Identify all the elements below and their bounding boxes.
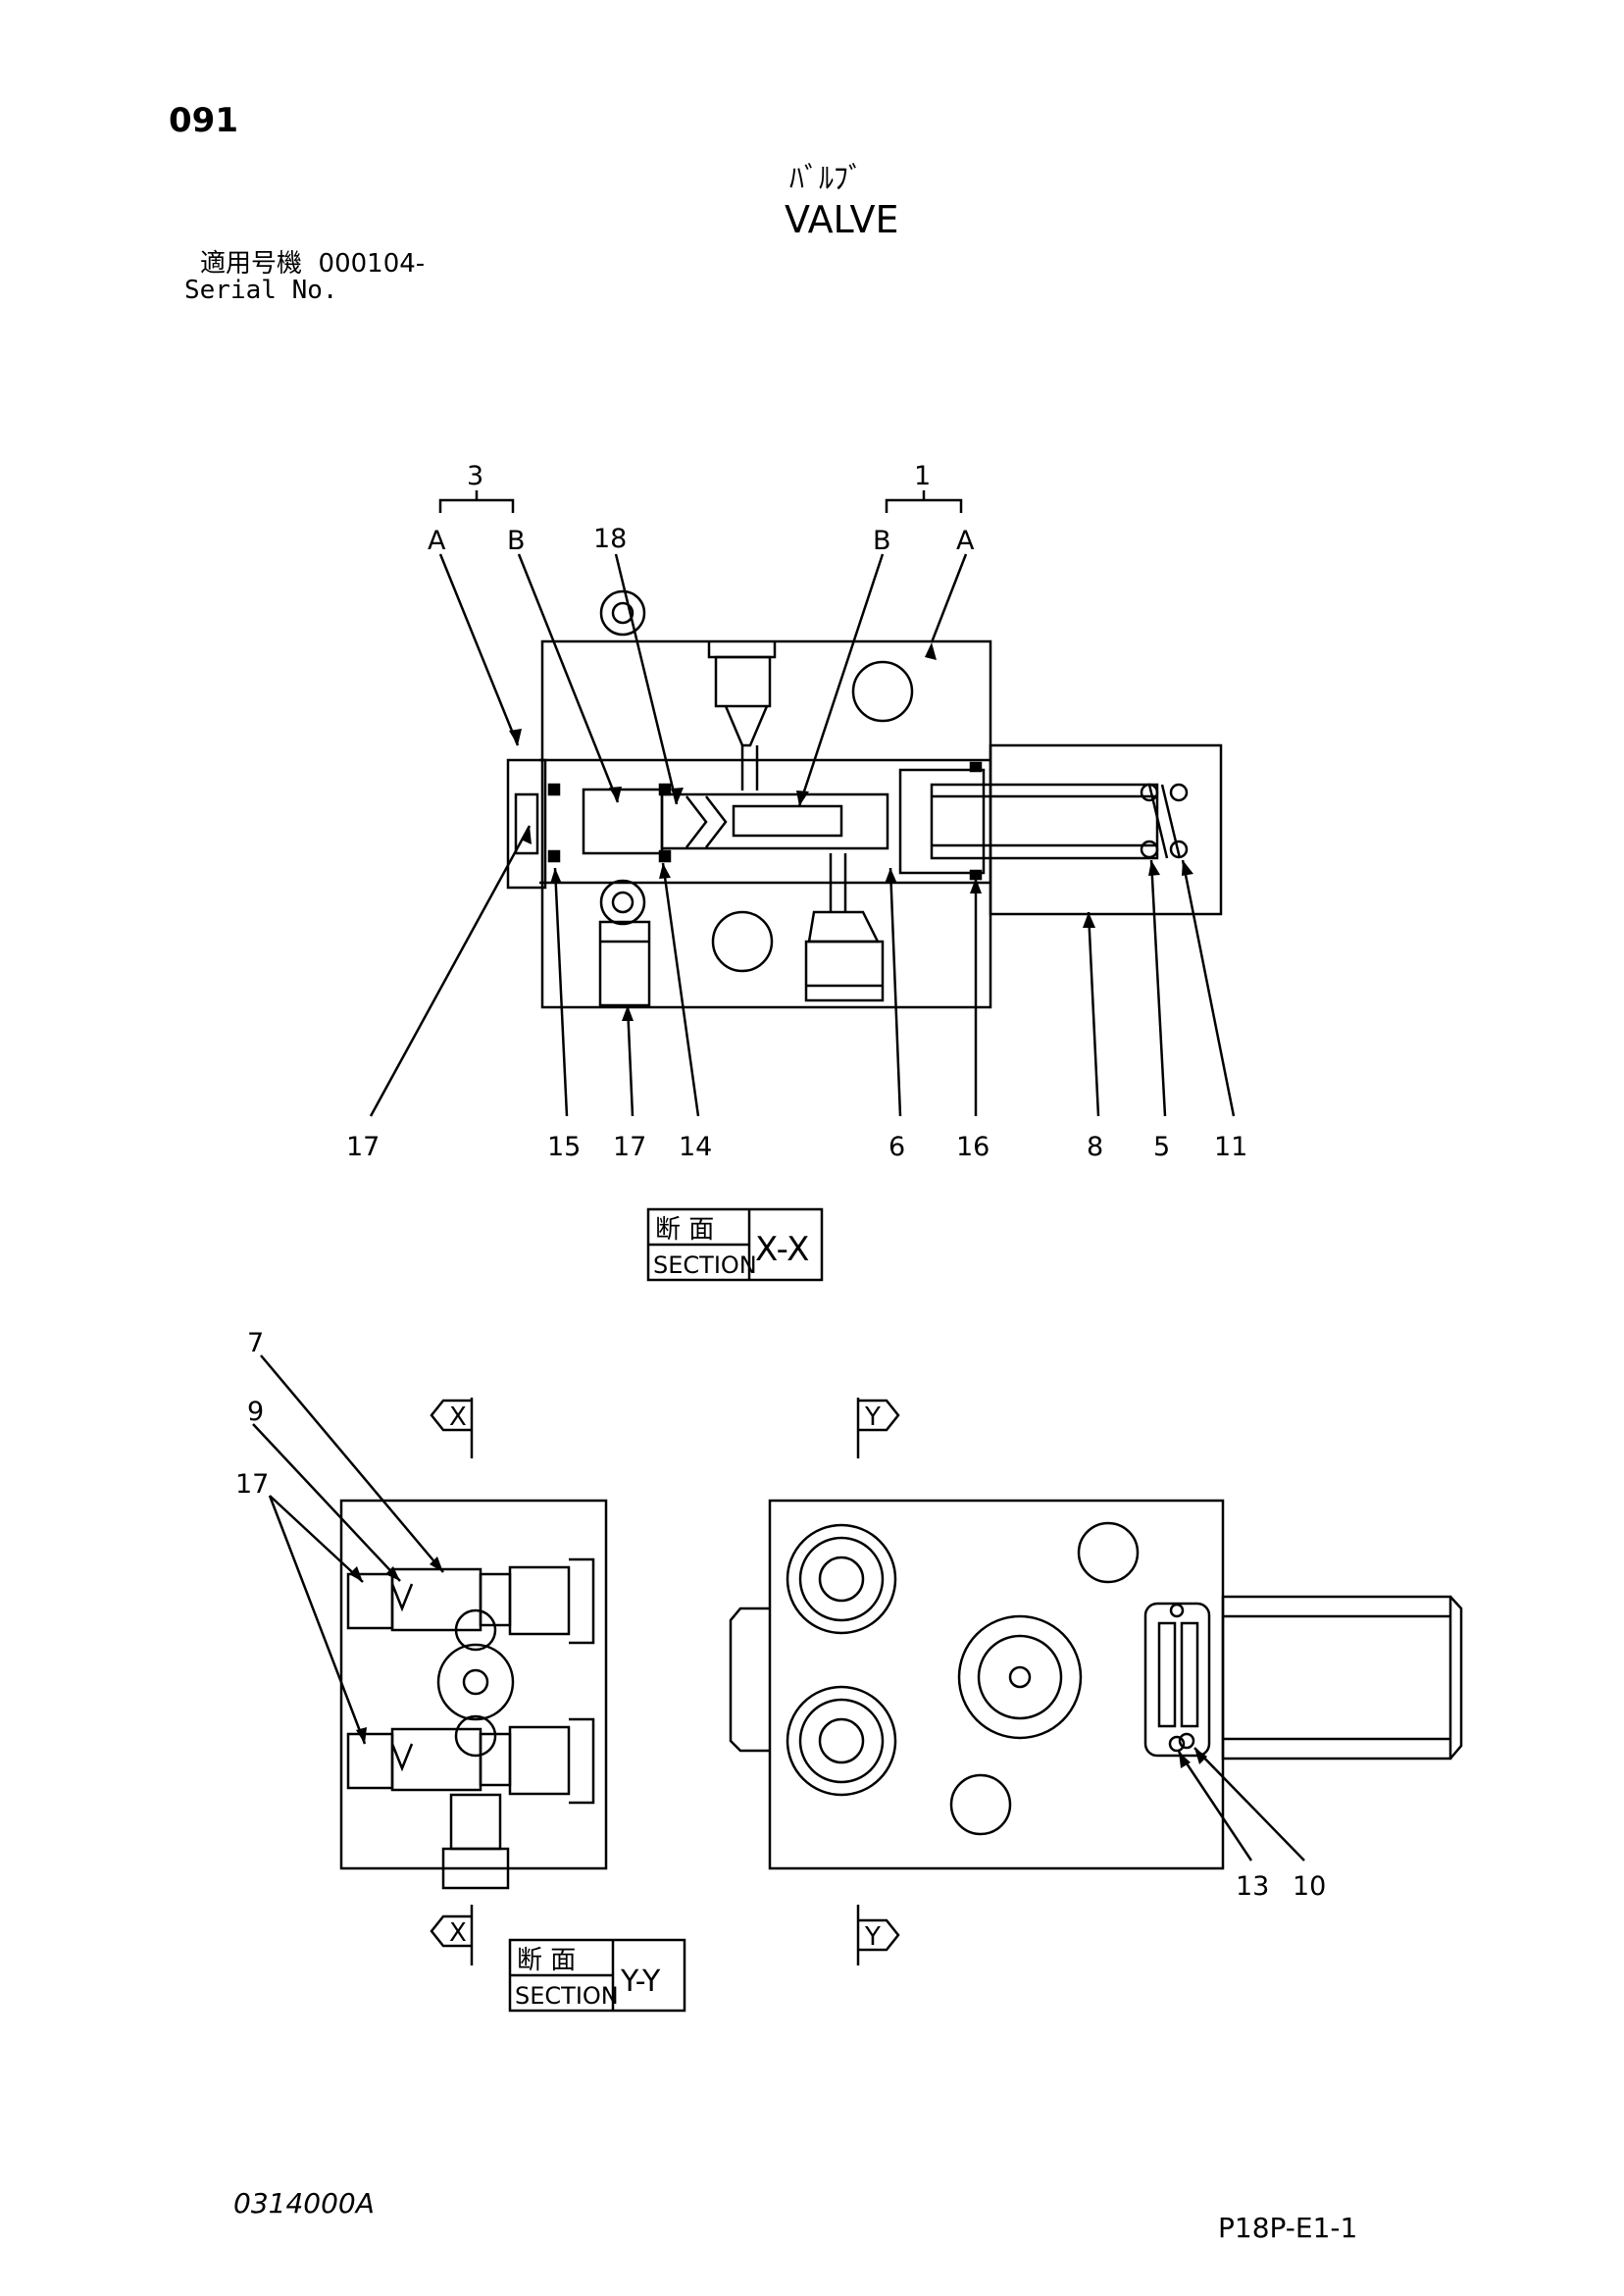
port-label-b-left: B	[507, 526, 526, 556]
group-label-1: 1	[914, 461, 931, 491]
callout-10: 10	[1293, 1871, 1326, 1902]
left-plug	[506, 758, 547, 890]
section-xx-label: 断 面 SECTION X-X	[646, 1207, 824, 1282]
section-xx-jp: 断 面	[655, 1215, 714, 1245]
serial-label-japanese: 適用号機	[200, 249, 303, 279]
spool	[582, 788, 664, 855]
section-yy-en: SECTION	[515, 1982, 619, 2010]
callout-8: 8	[1087, 1132, 1103, 1162]
port-label-a-right: A	[956, 526, 975, 556]
callout-17-left: 17	[346, 1132, 380, 1162]
x-marker-top: X	[430, 1398, 474, 1458]
section-yy-label: 断 面 SECTION Y-Y	[508, 1938, 686, 2013]
section-xx-id: X-X	[755, 1230, 809, 1269]
callout-11: 11	[1214, 1132, 1247, 1162]
external-view: Y Y 13 10	[729, 1398, 1463, 1965]
page-number: 091	[169, 101, 238, 140]
section-yy-jp: 断 面	[517, 1946, 576, 1975]
section-yy-view: X X 7 9 17 断 面 SECTION Y-Y	[235, 1328, 686, 2013]
x-marker-bottom: X	[430, 1905, 474, 1965]
title-english: VALVE	[785, 198, 899, 241]
svg-text:X: X	[449, 1918, 467, 1948]
section-xx-en: SECTION	[653, 1251, 757, 1279]
callout-14: 14	[679, 1132, 712, 1162]
callout-17-mid: 17	[613, 1132, 646, 1162]
callout-18: 18	[593, 524, 627, 554]
external-body	[768, 1499, 1225, 1870]
callout-9: 9	[247, 1397, 264, 1427]
callout-15: 15	[547, 1132, 581, 1162]
valve-body	[540, 639, 992, 1009]
title-japanese: ﾊﾞﾙﾌﾞ	[789, 162, 863, 196]
group-label-3: 3	[467, 461, 483, 491]
callout-16: 16	[956, 1132, 990, 1162]
svg-text:Y: Y	[864, 1403, 881, 1432]
y-marker-bottom: Y	[856, 1905, 900, 1965]
callout-6: 6	[888, 1132, 905, 1162]
port-label-b-right: B	[873, 526, 891, 556]
section-xx-view: 3 1 A B B A 18 17 15 17 14 6 16 8 5 11 断…	[346, 461, 1247, 1282]
serial-label-english: Serial No.	[184, 276, 338, 305]
cylinder-housing	[989, 743, 1223, 916]
y-marker-top: Y	[856, 1398, 900, 1458]
callout-7: 7	[247, 1328, 264, 1358]
section-yy-id: Y-Y	[620, 1964, 661, 1999]
serial-line: 適用号機 000104-	[200, 251, 425, 277]
callout-5: 5	[1153, 1132, 1170, 1162]
svg-text:X: X	[449, 1403, 467, 1432]
callout-17-yy: 17	[235, 1469, 269, 1500]
yy-body	[339, 1499, 608, 1870]
port-label-a-left: A	[428, 526, 446, 556]
document-code: 0314000A	[233, 2187, 375, 2219]
reference-code: P18P-E1-1	[1218, 2212, 1358, 2244]
serial-value: 000104-	[318, 249, 426, 279]
callout-13: 13	[1236, 1871, 1269, 1902]
svg-text:Y: Y	[864, 1922, 881, 1952]
